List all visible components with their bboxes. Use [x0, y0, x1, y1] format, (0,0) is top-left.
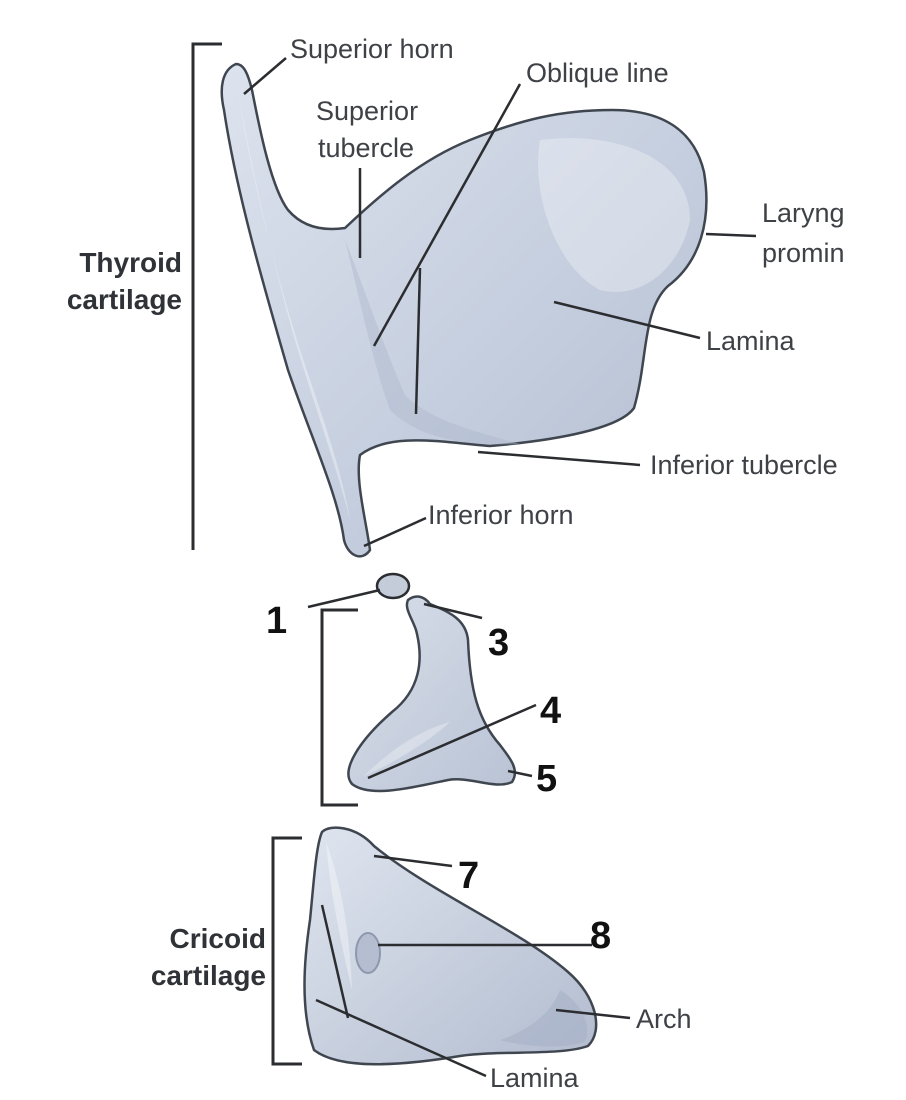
leader-oblique-line [372, 83, 522, 347]
label-laryngeal-prominence-line1: Laryng [762, 198, 845, 228]
arytenoid-articular-facet [355, 932, 381, 974]
leader-3 [423, 602, 483, 620]
leader-lamina-cricoid-b [315, 998, 487, 1078]
leader-oblique-line-vertical [414, 267, 422, 415]
label-laryngeal-prominence-line2: promin [762, 238, 845, 268]
label-inferior-horn: Inferior horn [428, 500, 574, 530]
number-8: 8 [590, 915, 611, 957]
cricoid-highlight [326, 842, 352, 990]
leader-1 [307, 588, 381, 609]
leader-4 [367, 703, 537, 780]
leader-superior-horn [243, 57, 287, 95]
label-arch: Arch [636, 1004, 692, 1034]
leader-laryngeal-prominence [705, 232, 757, 238]
number-3: 3 [488, 622, 509, 664]
cricoid-bracket [271, 836, 302, 1066]
label-lamina-thyroid: Lamina [706, 326, 796, 356]
thyroid-cartilage-illustration [220, 62, 708, 558]
number-5: 5 [536, 758, 557, 800]
leader-7 [373, 854, 453, 868]
cricoid-shadow [500, 990, 588, 1047]
thyroid-cartilage-shape [220, 62, 708, 558]
leader-lamina-cricoid-a [320, 904, 350, 1019]
label-inferior-tubercle: Inferior tubercle [650, 450, 838, 480]
number-4: 4 [540, 690, 561, 732]
leader-lamina-thyroid [553, 300, 701, 340]
group-label-cricoid-line1: Cricoid [170, 923, 266, 954]
number-7: 7 [458, 855, 479, 897]
label-oblique-line: Oblique line [526, 58, 669, 88]
corniculate-cartilage [375, 572, 411, 600]
group-label-thyroid-line2: cartilage [67, 284, 182, 315]
leader-inferior-tubercle [477, 450, 641, 467]
arytenoid-cartilage-shape [347, 595, 517, 793]
label-superior-horn: Superior horn [290, 34, 454, 64]
leader-inferior-horn [363, 516, 427, 548]
group-label-cricoid-line2: cartilage [151, 960, 266, 991]
number-1: 1 [266, 600, 287, 642]
label-superior-tubercle-line2: tubercle [318, 133, 414, 163]
leader-lines [243, 57, 757, 1078]
arytenoid-highlight [364, 722, 450, 776]
arytenoid-cartilage-illustration [347, 572, 517, 793]
thyroid-shadow-band [345, 240, 520, 445]
thyroid-highlight [238, 92, 350, 520]
label-lamina-cricoid: Lamina [490, 1063, 580, 1093]
group-label-thyroid-line1: Thyroid [79, 247, 182, 278]
leader-arch [555, 1008, 631, 1020]
leader-5 [507, 769, 533, 778]
label-superior-tubercle-line1: Superior [316, 96, 418, 126]
thyroid-lamina-sheen [538, 138, 690, 292]
arytenoid-bracket [320, 608, 358, 807]
thyroid-bracket [191, 42, 222, 550]
